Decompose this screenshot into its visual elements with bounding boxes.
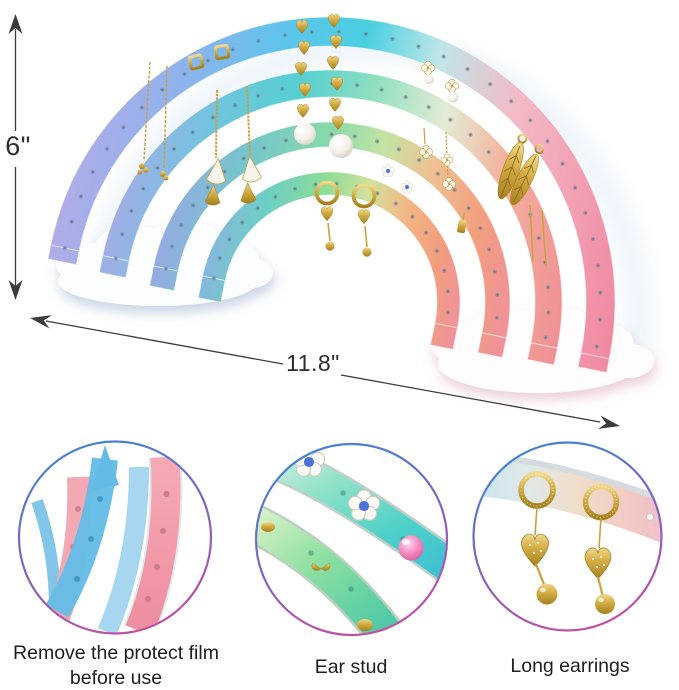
- long-earring-left: [518, 471, 558, 605]
- height-dimension-label: 6": [5, 131, 31, 161]
- gold-stud: [261, 522, 275, 532]
- rainbow-arcs: [47, 16, 616, 374]
- detail-circle-film: [15, 439, 215, 636]
- caption-remove-film: Remove the protect film before use: [4, 641, 228, 690]
- flower-stud: [400, 180, 414, 193]
- film-blue-holes: [74, 496, 103, 582]
- arrowhead-down: [8, 280, 23, 300]
- hoop-heart-ball-earrings: [314, 180, 377, 257]
- detail-circle-border: [254, 442, 449, 637]
- fan-drop-earrings: [204, 85, 262, 206]
- long-earring-right: [582, 483, 620, 614]
- arrowhead-left: [30, 315, 52, 329]
- long-pin-earrings: [137, 61, 169, 181]
- gold-stud: [357, 619, 373, 631]
- caption-ear-stud: Ear stud: [314, 656, 388, 678]
- detail-circle-ear-stud: [253, 441, 450, 638]
- butterfly-stud: [311, 562, 331, 571]
- clover-chain-earrings: [418, 127, 457, 191]
- detail-circle-border: [17, 440, 213, 635]
- film-peel-tip: [91, 445, 119, 491]
- detail-circle-long-earrings: [472, 441, 663, 632]
- caption-line-2: before use: [69, 667, 163, 689]
- film-pink-arc-holes: [144, 490, 170, 603]
- film-peel-illustration: [20, 442, 210, 633]
- flower-stud: [381, 164, 395, 177]
- heart-chain-pearl-earrings: [294, 13, 353, 158]
- detail-circle-border: [472, 441, 663, 632]
- rainbow-earring-stand-photo: [8, 13, 654, 429]
- clover-pearl-studs: [420, 60, 460, 103]
- width-dimension-arrow: [30, 315, 620, 429]
- displayed-earrings: [137, 13, 547, 267]
- tag-charm-earring: [457, 212, 467, 234]
- band-hole: [646, 513, 654, 521]
- arrowhead-up: [8, 14, 23, 34]
- caption-line-1: Remove the protect film: [13, 642, 219, 664]
- caption-long-earrings: Long earrings: [510, 655, 630, 677]
- width-dimension-label: 11.8": [286, 350, 340, 376]
- earring-holes: [62, 29, 603, 359]
- square-stud-earrings: [187, 43, 231, 71]
- pink-pearl-stud: [398, 535, 424, 561]
- height-dimension-arrow: [8, 14, 23, 300]
- arrowhead-right: [598, 415, 620, 429]
- feather-earrings: [497, 133, 547, 267]
